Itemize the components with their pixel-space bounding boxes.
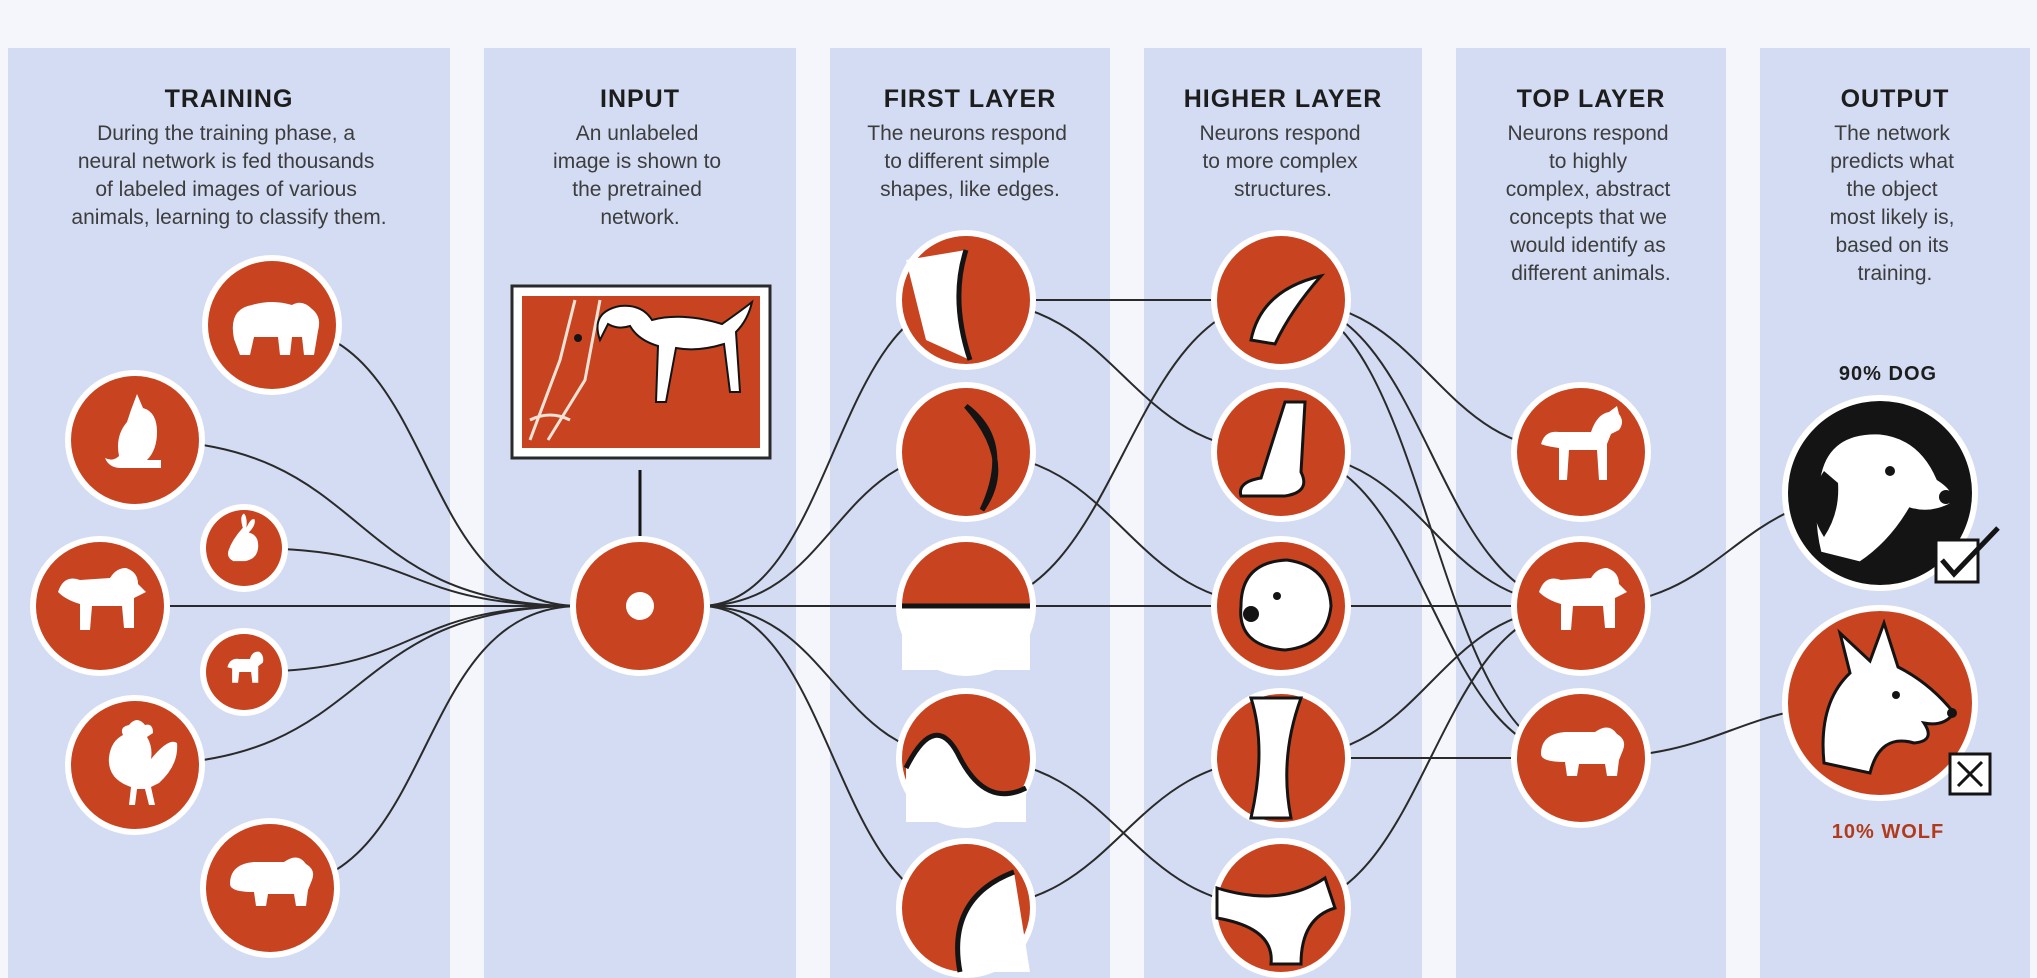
body-shape-icon bbox=[1215, 875, 1337, 966]
column-headers: TRAINING INPUT FIRST LAYER HIGHER LAYER … bbox=[165, 85, 1950, 113]
node-dog-face-icon bbox=[1211, 536, 1351, 676]
bear-icon bbox=[232, 302, 320, 355]
node-leg-shape-icon bbox=[1211, 688, 1351, 828]
node-corner-edge-icon bbox=[896, 838, 1036, 978]
pig-icon bbox=[230, 857, 314, 906]
node-rooster-icon bbox=[65, 695, 205, 835]
dog-face-icon bbox=[1239, 558, 1333, 652]
node-crescent-edge-icon bbox=[896, 382, 1036, 522]
node-cat-icon bbox=[65, 370, 205, 510]
connection-line bbox=[134, 439, 581, 607]
header-output: OUTPUT bbox=[1841, 85, 1950, 113]
header-first-layer: FIRST LAYER bbox=[884, 85, 1057, 113]
ear-shape-icon bbox=[1249, 273, 1326, 346]
node-circle bbox=[902, 388, 1030, 516]
connection-line bbox=[243, 547, 581, 607]
curved-edge-icon bbox=[906, 249, 973, 361]
corner-edge-icon bbox=[955, 869, 1030, 973]
input-dot-icon bbox=[626, 592, 654, 620]
rabbit-icon bbox=[227, 513, 259, 562]
input-image bbox=[510, 284, 772, 460]
node-dog-icon bbox=[1511, 536, 1651, 676]
crescent-edge-icon bbox=[964, 404, 999, 512]
node-ear-shape-icon bbox=[1211, 230, 1351, 370]
output-wolf-node bbox=[1782, 605, 1978, 801]
paw-shape-icon bbox=[1238, 400, 1307, 498]
node-pig-icon bbox=[200, 818, 340, 958]
dog-icon bbox=[1539, 568, 1627, 630]
connection-line bbox=[134, 605, 581, 766]
wolf-head-icon bbox=[1821, 618, 1957, 775]
walking-dog-photo-icon bbox=[528, 299, 754, 441]
input-neuron bbox=[570, 536, 710, 676]
node-puppy-icon bbox=[200, 628, 288, 716]
desc-input: An unlabeled image is shown to the pretr… bbox=[553, 122, 727, 229]
node-dog-icon bbox=[30, 536, 170, 676]
dog-icon bbox=[58, 568, 146, 630]
node-rabbit-icon bbox=[200, 504, 288, 592]
desc-training: During the training phase, a neural netw… bbox=[71, 122, 386, 229]
cross-box-icon bbox=[1948, 752, 1992, 796]
node-curved-edge-icon bbox=[896, 230, 1036, 370]
pig-icon bbox=[1541, 727, 1625, 776]
node-bear-icon bbox=[202, 255, 342, 395]
desc-output: The network predicts what the object mos… bbox=[1830, 122, 1961, 285]
header-training: TRAINING bbox=[165, 85, 294, 113]
output-wolf-label: 10% WOLF bbox=[1832, 821, 1944, 843]
desc-higher-layer: Neurons respond to more complex structur… bbox=[1200, 122, 1367, 201]
output-dog-label: 90% DOG bbox=[1839, 363, 1937, 385]
node-bump-edge-icon bbox=[896, 688, 1036, 828]
column-descriptions: During the training phase, a neural netw… bbox=[71, 122, 1961, 285]
desc-first-layer: The neurons respond to different simple … bbox=[867, 122, 1072, 201]
check-box-icon bbox=[1934, 526, 2000, 584]
horse-icon bbox=[1541, 406, 1622, 480]
connection-line bbox=[243, 605, 581, 673]
header-higher-layer: HIGHER LAYER bbox=[1184, 85, 1383, 113]
header-input: INPUT bbox=[600, 85, 680, 113]
output-dog-node bbox=[1782, 395, 1978, 591]
node-pig-icon bbox=[1511, 688, 1651, 828]
desc-top-layer: Neurons respond to highly complex, abstr… bbox=[1506, 122, 1676, 285]
leg-shape-icon bbox=[1248, 696, 1304, 820]
rooster-icon bbox=[108, 720, 178, 805]
bump-edge-icon bbox=[903, 732, 1028, 822]
header-top-layer: TOP LAYER bbox=[1517, 85, 1666, 113]
node-paw-shape-icon bbox=[1211, 382, 1351, 522]
node-horizontal-edge-icon bbox=[896, 536, 1036, 676]
horizontal-edge-icon bbox=[902, 603, 1030, 670]
node-body-shape-icon bbox=[1211, 838, 1351, 978]
dog-head-icon bbox=[1813, 431, 1955, 565]
puppy-icon bbox=[227, 651, 264, 683]
neuron-nodes bbox=[30, 230, 1978, 978]
node-circle bbox=[1517, 388, 1645, 516]
cat-icon bbox=[105, 394, 161, 468]
node-horse-icon bbox=[1511, 382, 1651, 522]
